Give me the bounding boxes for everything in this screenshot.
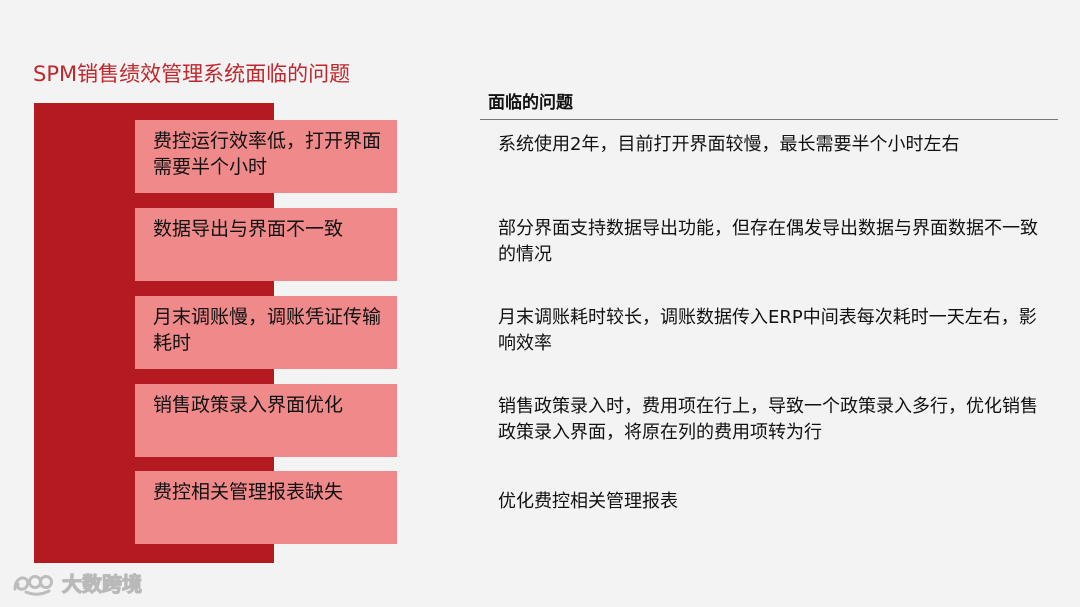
description-2: 部分界面支持数据导出功能，但存在偶发导出数据与界面数据不一致的情况	[498, 218, 1038, 265]
slide-title: SPM销售绩效管理系统面临的问题	[33, 62, 351, 86]
watermark-text: 大数跨境	[62, 572, 143, 597]
problem-box-1: 费控运行效率低，打开界面需要半个小时	[135, 120, 397, 193]
watermark: 大数跨境	[10, 571, 143, 597]
description-3: 月末调账耗时较长，调账数据传入ERP中间表每次耗时一天左右，影响效率	[498, 307, 1037, 354]
problem-box-3: 月末调账慢，调账凭证传输耗时	[135, 296, 397, 369]
description-4: 销售政策录入时，费用项在行上，导致一个政策录入多行，优化销售政策录入界面，将原在…	[498, 396, 1038, 443]
problem-box-5: 费控相关管理报表缺失	[135, 471, 397, 544]
watermark-logo-icon	[13, 575, 53, 596]
description-1: 系统使用2年，目前打开界面较慢，最长需要半个小时左右	[498, 134, 960, 155]
problem-box-4: 销售政策录入界面优化	[135, 384, 397, 457]
section-heading: 面临的问题	[488, 93, 573, 113]
heading-divider	[480, 119, 1058, 120]
description-5: 优化费控相关管理报表	[498, 491, 678, 512]
problem-box-2: 数据导出与界面不一致	[135, 208, 397, 281]
